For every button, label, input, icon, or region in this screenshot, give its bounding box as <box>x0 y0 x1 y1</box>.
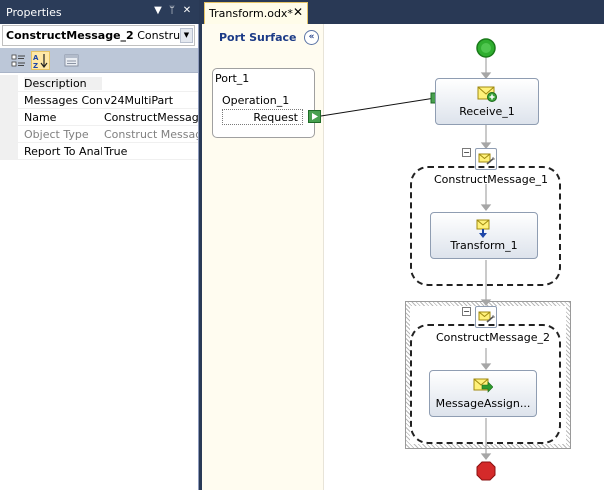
property-grid: Description Messages Const v24MultiPart … <box>0 75 198 160</box>
property-pages-button[interactable] <box>62 51 81 70</box>
property-name: Messages Const <box>24 94 102 107</box>
chevron-down-icon[interactable]: ▼ <box>180 28 193 43</box>
collapse-scope2-toggle[interactable]: − <box>462 307 471 316</box>
construct-message-1-scope[interactable] <box>410 166 561 286</box>
transform-label: Transform_1 <box>450 239 518 252</box>
port-connector-icon[interactable] <box>308 110 321 123</box>
receive-label: Receive_1 <box>459 105 515 118</box>
property-row-name[interactable]: Name ConstructMessage_2 <box>0 109 198 126</box>
properties-panel: Properties ▼ ᛘ ✕ ConstructMessage_2 Cons… <box>0 0 199 490</box>
tab-label: Transform.odx* <box>209 7 293 20</box>
message-assignment-icon <box>473 377 494 398</box>
tab-transform-odx[interactable]: Transform.odx* ✕ <box>204 2 308 24</box>
construct-message-2-scope[interactable] <box>410 324 561 444</box>
panel-dropdown-icon[interactable]: ▼ <box>154 5 162 16</box>
receive-shape[interactable]: Receive_1 <box>435 78 539 125</box>
property-name: Description <box>24 77 102 90</box>
message-assignment-shape[interactable]: MessageAssign... <box>429 370 537 417</box>
properties-title: Properties <box>6 6 62 19</box>
transform-shape[interactable]: Transform_1 <box>430 212 538 259</box>
object-type-text: Construct <box>137 29 191 42</box>
construct-message-1-label: ConstructMessage_1 <box>434 173 548 186</box>
receive-icon <box>477 85 497 106</box>
message-assignment-label: MessageAssign... <box>435 397 531 410</box>
operation-name: Operation_1 <box>222 94 290 107</box>
object-name: ConstructMessage_2 <box>6 29 134 42</box>
collapse-port-surface-button[interactable]: « <box>304 30 319 45</box>
properties-title-bar: Properties ▼ ᛘ ✕ <box>0 0 199 24</box>
construct-message-2-icon[interactable] <box>475 306 497 328</box>
orchestration-designer: Port Surface « Port_1 Operation_1 Reques… <box>202 24 604 490</box>
property-value: Construct Message <box>104 128 198 141</box>
property-pages-icon <box>64 54 79 67</box>
categorized-icon <box>11 54 25 67</box>
alphabetical-button[interactable]: A Z <box>31 51 50 70</box>
object-selector[interactable]: ConstructMessage_2 Construct ▼ <box>2 25 195 46</box>
port-surface-title: Port Surface <box>219 31 297 44</box>
property-value[interactable]: ConstructMessage_2 <box>104 111 198 124</box>
transform-icon <box>475 219 493 242</box>
port-name: Port_1 <box>215 72 250 85</box>
operation-request[interactable]: Request <box>222 109 303 125</box>
property-name: Report To Analy <box>24 145 102 158</box>
svg-text:A: A <box>33 54 39 62</box>
svg-text:Z: Z <box>33 62 38 69</box>
tab-close-icon[interactable]: ✕ <box>292 5 303 19</box>
collapse-scope1-toggle[interactable]: − <box>462 148 471 157</box>
property-name: Object Type <box>24 128 89 141</box>
property-row-description[interactable]: Description <box>0 75 198 92</box>
properties-toolbar: A Z <box>0 48 198 73</box>
property-value[interactable]: v24MultiPart <box>104 94 174 107</box>
close-icon[interactable]: ✕ <box>182 5 192 16</box>
sort-alphabetical-icon: A Z <box>33 54 48 70</box>
end-shape[interactable] <box>476 461 496 481</box>
construct-message-1-icon[interactable] <box>475 148 497 170</box>
property-row-report-to-analyst[interactable]: Report To Analy True <box>0 143 198 160</box>
property-row-messages-constructed[interactable]: Messages Const v24MultiPart <box>0 92 198 109</box>
property-name: Name <box>24 111 57 124</box>
property-value[interactable]: True <box>104 145 128 158</box>
port-shape[interactable]: Port_1 Operation_1 Request <box>212 68 315 138</box>
pin-icon[interactable]: ᛘ <box>169 5 175 16</box>
construct-message-2-label: ConstructMessage_2 <box>436 331 550 344</box>
document-tab-strip: Transform.odx* ✕ <box>202 0 604 24</box>
property-row-object-type[interactable]: Object Type Construct Message <box>0 126 198 143</box>
port-surface: Port Surface « Port_1 Operation_1 Reques… <box>202 24 324 490</box>
categorized-button[interactable] <box>9 51 28 70</box>
